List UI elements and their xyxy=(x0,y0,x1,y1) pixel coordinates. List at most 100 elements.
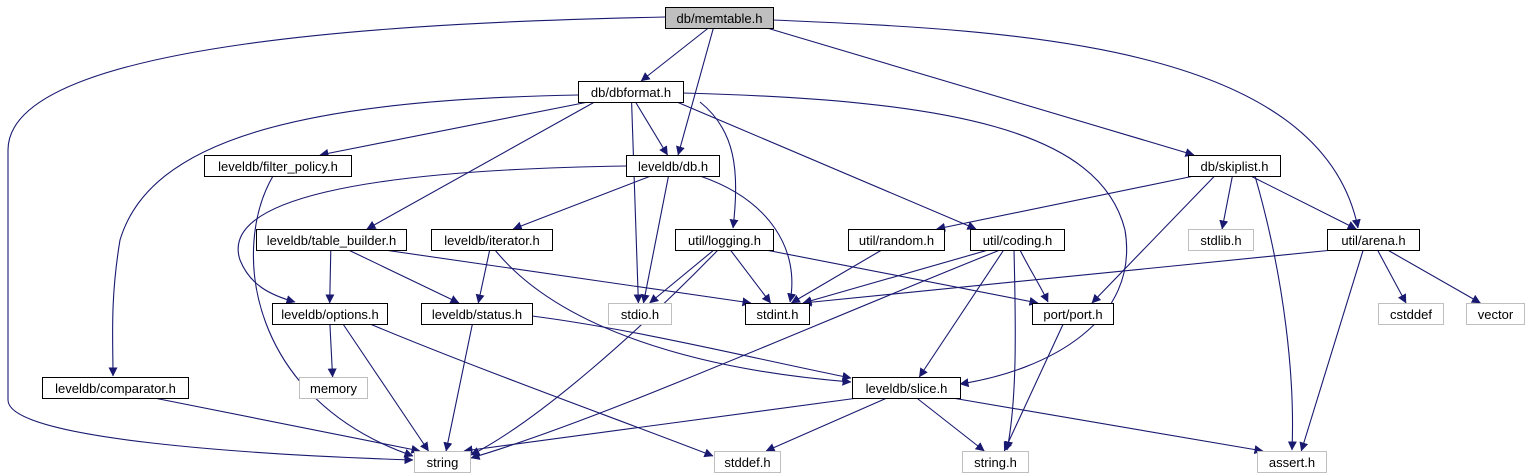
node-box xyxy=(1378,303,1444,325)
node-label: leveldb/options.h xyxy=(281,307,379,322)
edge-table_builder-to-status xyxy=(348,249,460,304)
node-box xyxy=(256,229,407,251)
node-stdint[interactable]: stdint.h xyxy=(745,303,810,325)
edge-coding-to-string xyxy=(470,249,1001,460)
node-box xyxy=(421,303,533,325)
edge-coding-to-slice xyxy=(918,249,1005,378)
node-label: string xyxy=(427,455,459,470)
edge-logging-to-string xyxy=(470,249,719,456)
edge-dbformat-to-coding xyxy=(676,101,977,230)
edges-layer xyxy=(7,16,1481,465)
edge-memtable-to-dbformat xyxy=(640,27,709,82)
edge-skiplist-to-random xyxy=(936,175,1195,232)
node-label: util/random.h xyxy=(859,233,934,248)
node-table-builder[interactable]: leveldb/table_builder.h xyxy=(256,229,407,251)
edge-dbformat-to-slice xyxy=(682,92,1128,388)
node-label: stdlib.h xyxy=(1200,233,1241,248)
edge-slice-to-stddef xyxy=(765,397,888,452)
node-box xyxy=(848,229,945,251)
node-label: util/coding.h xyxy=(983,233,1052,248)
edge-port-to-string_h xyxy=(1003,323,1064,452)
edge-dbformat-to-logging xyxy=(699,101,739,229)
node-dbformat[interactable]: db/dbformat.h xyxy=(578,81,684,103)
node-box xyxy=(414,451,471,473)
edge-dbformat-to-table_builder xyxy=(366,101,595,230)
node-comparator[interactable]: leveldb/comparator.h xyxy=(42,377,189,399)
edge-logging-to-stdio xyxy=(649,249,715,304)
node-box xyxy=(970,229,1065,251)
node-box xyxy=(42,377,189,399)
node-box xyxy=(1327,229,1420,251)
node-arena[interactable]: util/arena.h xyxy=(1327,229,1420,251)
node-label: db/dbformat.h xyxy=(591,85,671,100)
edge-comparator-to-string xyxy=(154,397,421,454)
edge-table_builder-to-options xyxy=(325,249,335,304)
edge-status-to-slice xyxy=(531,315,852,381)
node-label: leveldb/slice.h xyxy=(866,381,948,396)
edge-arena-to-assert xyxy=(1299,249,1364,452)
edge-arena-to-cstddef xyxy=(1377,249,1407,304)
node-logging[interactable]: util/logging.h xyxy=(675,229,774,251)
node-coding[interactable]: util/coding.h xyxy=(970,229,1065,251)
edge-table_builder-to-stdint xyxy=(384,249,752,307)
edge-db-to-iterator xyxy=(512,175,651,231)
node-box xyxy=(1466,303,1525,325)
edge-dbformat-to-filter_policy xyxy=(319,101,589,158)
node-label: assert.h xyxy=(1269,455,1315,470)
edge-slice-to-assert xyxy=(952,397,1264,454)
edge-memtable-to-db xyxy=(676,27,714,156)
node-box xyxy=(745,303,810,325)
node-box xyxy=(578,81,684,103)
node-label: port/port.h xyxy=(1043,307,1102,322)
node-box xyxy=(1257,451,1327,473)
edge-dbformat-to-stdio xyxy=(631,101,643,304)
edge-logging-to-stdint xyxy=(729,249,772,304)
node-box xyxy=(431,229,553,251)
node-skiplist[interactable]: db/skiplist.h xyxy=(1188,155,1281,177)
node-label: util/logging.h xyxy=(688,233,761,248)
node-label: leveldb/filter_policy.h xyxy=(218,159,338,174)
edge-skiplist-to-port xyxy=(1091,175,1215,304)
edge-options-to-stddef xyxy=(369,323,714,458)
node-box xyxy=(626,155,720,177)
node-filter-policy[interactable]: leveldb/filter_policy.h xyxy=(204,155,352,177)
node-random[interactable]: util/random.h xyxy=(848,229,945,251)
node-box xyxy=(204,155,352,177)
node-label: stddef.h xyxy=(724,455,770,470)
node-label: leveldb/iterator.h xyxy=(444,233,539,248)
node-box xyxy=(1188,229,1254,251)
node-iterator[interactable]: leveldb/iterator.h xyxy=(431,229,553,251)
edge-options-to-memory xyxy=(327,323,337,378)
node-string: string xyxy=(414,451,471,473)
edge-slice-to-string xyxy=(463,397,859,455)
edge-skiplist-to-assert xyxy=(1254,175,1297,451)
node-box xyxy=(714,451,781,473)
edge-slice-to-string_h xyxy=(916,397,985,452)
edge-logging-to-port xyxy=(765,249,1039,306)
node-label: cstddef xyxy=(1390,307,1432,322)
node-box xyxy=(272,303,388,325)
node-label: vector xyxy=(1478,307,1514,322)
edge-skiplist-to-arena xyxy=(1250,175,1357,230)
node-db[interactable]: leveldb/db.h xyxy=(626,155,720,177)
node-box xyxy=(1032,303,1114,325)
node-label: memory xyxy=(310,381,357,396)
node-memtable[interactable]: db/memtable.h xyxy=(665,7,774,29)
edge-options-to-string xyxy=(342,323,429,452)
node-slice[interactable]: leveldb/slice.h xyxy=(852,377,961,399)
node-label: string.h xyxy=(974,455,1017,470)
node-label: db/skiplist.h xyxy=(1201,159,1269,174)
node-options[interactable]: leveldb/options.h xyxy=(272,303,388,325)
node-box xyxy=(608,303,672,325)
edge-arena-to-vector xyxy=(1387,249,1481,304)
node-stddef: stddef.h xyxy=(714,451,781,473)
node-label: db/memtable.h xyxy=(677,11,763,26)
node-status[interactable]: leveldb/status.h xyxy=(421,303,533,325)
edge-random-to-stdint xyxy=(790,249,882,304)
node-label: leveldb/table_builder.h xyxy=(267,233,396,248)
edge-db-to-stdint xyxy=(699,175,797,303)
edge-coding-to-string_h xyxy=(1004,249,1016,451)
node-port[interactable]: port/port.h xyxy=(1032,303,1114,325)
edge-dbformat-to-db xyxy=(635,101,668,156)
node-memory: memory xyxy=(299,377,368,399)
